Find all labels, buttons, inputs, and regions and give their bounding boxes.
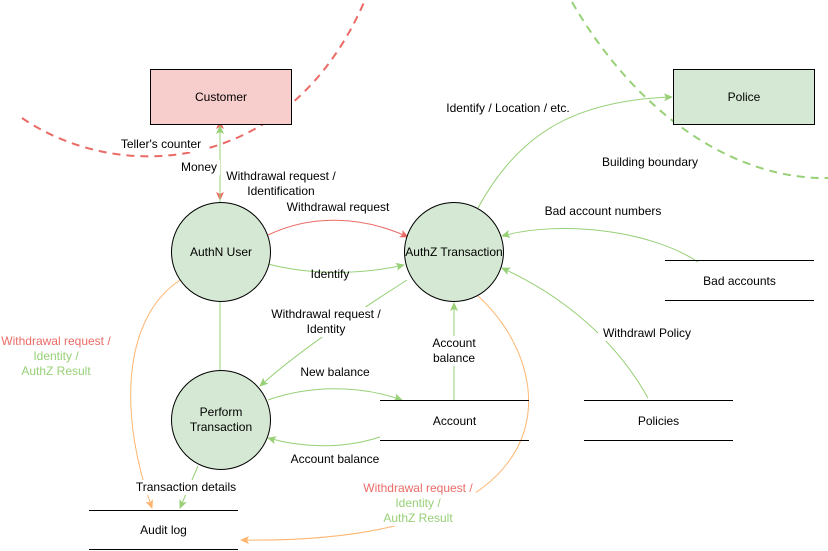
building-boundary-label: Building boundary	[601, 155, 699, 169]
flow-account-balance	[267, 436, 381, 447]
left-audit-line2: Identity /	[33, 349, 79, 363]
flow-authn-to-audit	[130, 279, 181, 509]
bottom-audit-line2: Identity /	[395, 496, 441, 510]
account-balance-label: Account balance	[290, 452, 380, 466]
bad-accounts-store: Bad accounts	[665, 260, 814, 301]
left-audit-line3: AuthZ Result	[21, 364, 91, 378]
bottom-audit-line1: Withdrawal request /	[363, 481, 473, 495]
authz-transaction-process: AuthZ Transaction	[404, 202, 504, 302]
flow-identify-location	[477, 93, 673, 209]
audit-log-store: Audit log	[89, 510, 238, 550]
identify-label: Identify	[310, 267, 350, 281]
withdrawal-request-label: Withdrawal request	[286, 200, 390, 214]
transaction-details-label: Transaction details	[130, 480, 242, 495]
identify-location-label: Identify / Location / etc.	[446, 101, 570, 115]
withdrawal-identity-line1: Withdrawal request /	[271, 307, 381, 321]
customer-entity: Customer	[150, 69, 292, 125]
withdrawal-identification-line2: Identification	[247, 184, 315, 198]
account-balance-upflow-label: Account balance	[424, 336, 484, 366]
bottom-audit-line3: AuthZ Result	[383, 511, 453, 525]
perform-label-line2: Transaction	[189, 420, 253, 434]
money-label: Money	[178, 160, 220, 175]
new-balance-label: New balance	[300, 365, 370, 379]
policies-store: Policies	[584, 400, 733, 441]
perform-transaction-process: Perform Transaction	[171, 370, 271, 470]
bottom-audit-flow-label: Withdrawal request / Identity / AuthZ Re…	[360, 481, 476, 526]
account-store: Account	[380, 400, 529, 441]
police-entity: Police	[673, 69, 815, 125]
bad-account-numbers-label: Bad account numbers	[544, 204, 662, 218]
left-audit-line1: Withdrawal request /	[1, 334, 111, 348]
flow-authz-to-audit	[240, 295, 530, 545]
flow-bad-account-numbers	[501, 228, 699, 263]
flow-new-balance	[267, 388, 403, 402]
account-balance-upflow-line2: balance	[432, 351, 476, 365]
withdrawal-identity-line2: Identity	[306, 322, 346, 336]
left-audit-flow-label: Withdrawal request / Identity / AuthZ Re…	[0, 334, 112, 379]
flow-withdrawal-request	[267, 219, 409, 238]
withdrawl-policy-label: Withdrawl Policy	[598, 326, 696, 341]
withdrawal-identification-line1: Withdrawal request /	[226, 169, 336, 183]
flow-identify	[267, 262, 405, 273]
perform-label-line1: Perform	[199, 405, 243, 419]
withdrawal-identification-label: Withdrawal request / Identification	[222, 169, 340, 199]
flow-withdrawl-policy	[501, 267, 649, 399]
account-balance-upflow-line1: Account	[432, 336, 476, 350]
withdrawal-identity-label: Withdrawal request / Identity	[266, 307, 386, 337]
authn-user-process: AuthN User	[171, 202, 271, 302]
tellers-counter-label: Teller's counter	[115, 137, 207, 152]
